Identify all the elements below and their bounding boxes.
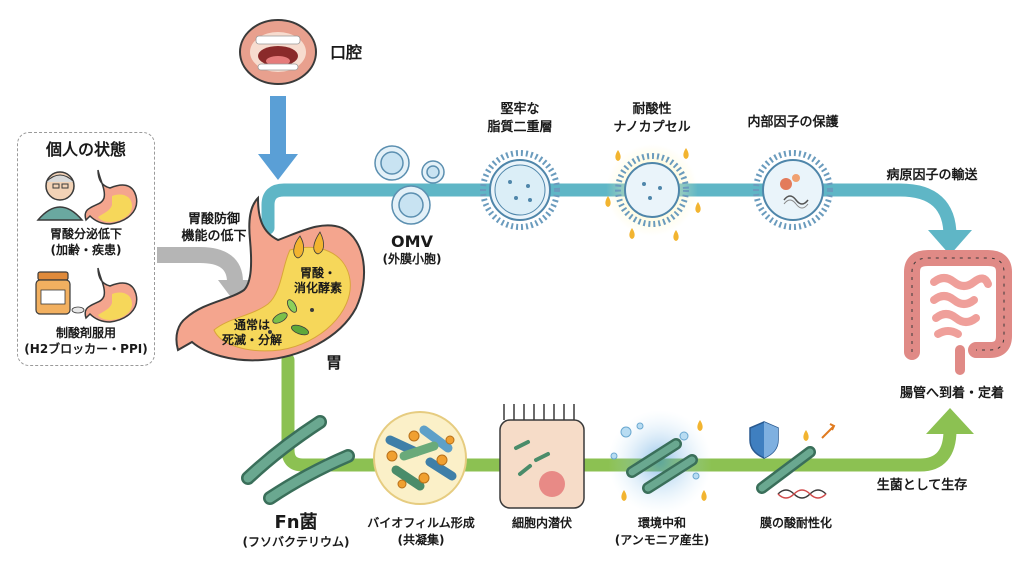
intestine-label: 腸管へ到着・定着 bbox=[899, 386, 1005, 401]
mouth-label: 口腔 bbox=[330, 43, 363, 62]
barrier-decline-arrow bbox=[157, 247, 254, 304]
fusobacterium-icon bbox=[241, 415, 355, 505]
omv-sub-label: (外膜小胞) bbox=[382, 252, 442, 266]
biofilm-icon bbox=[373, 411, 467, 505]
neutralization-sub-label: (アンモニア産生) bbox=[614, 533, 710, 547]
omv-vesicle-icons bbox=[374, 145, 445, 225]
acid-resistant-capsule-icon bbox=[605, 144, 701, 241]
stomach-acid-label-1: 胃酸・ bbox=[299, 266, 337, 280]
live-survival-label: 生菌として生存 bbox=[876, 478, 968, 493]
omv-label: OMV bbox=[391, 232, 433, 251]
membrane-acid-resistance-icon bbox=[749, 421, 836, 499]
capsule-label-1: 耐酸性 bbox=[632, 102, 672, 117]
biofilm-sub-label: (共凝集) bbox=[397, 533, 445, 547]
stomach-icon bbox=[175, 195, 366, 362]
lipid-bilayer-label-2: 脂質二重層 bbox=[487, 120, 553, 135]
stomach-label: 胃 bbox=[326, 353, 343, 372]
mouth-icon bbox=[239, 19, 317, 85]
intracellular-label: 細胞内潜伏 bbox=[511, 516, 573, 530]
antacid-label: 制酸剤服用 bbox=[55, 326, 117, 340]
stomach-acid-label-2: 消化酵素 bbox=[293, 281, 343, 295]
intestine-icon bbox=[904, 250, 1012, 375]
acid-secretion-cause-label: (加齢・疾患) bbox=[50, 243, 122, 257]
capsule-label-2: ナノカプセル bbox=[613, 120, 691, 135]
environment-neutralization-icon bbox=[608, 410, 712, 514]
lipid-bilayer-icon bbox=[480, 150, 560, 230]
internal-protection-label: 内部因子の保護 bbox=[747, 115, 839, 130]
stomach-normal-label-2: 死滅・分解 bbox=[221, 333, 283, 347]
individual-state-title: 個人の状態 bbox=[45, 140, 127, 159]
down-arrow bbox=[258, 96, 298, 180]
omv-path-arrow bbox=[261, 183, 972, 255]
biofilm-label: バイオフィルム形成 bbox=[367, 516, 475, 530]
stomach-small-icon bbox=[84, 169, 138, 225]
stomach-small-icon-2 bbox=[84, 267, 138, 323]
fn-path-arrow bbox=[281, 353, 974, 472]
individual-state-box bbox=[17, 132, 155, 366]
acid-resistance-label: 膜の酸耐性化 bbox=[759, 516, 833, 530]
internal-factor-protection-icon bbox=[753, 150, 833, 230]
barrier-decline-label-2: 機能の低下 bbox=[181, 229, 247, 244]
acid-secretion-label: 胃酸分泌低下 bbox=[49, 227, 123, 241]
fn-label: Fn菌 bbox=[274, 512, 318, 533]
virulence-transport-label: 病原因子の輸送 bbox=[886, 168, 978, 183]
stomach-normal-label-1: 通常は bbox=[233, 318, 271, 332]
antacid-drug-label: (H2ブロッカー・PPI) bbox=[24, 342, 148, 356]
fn-sub-label: (フソバクテリウム) bbox=[242, 535, 350, 549]
lipid-bilayer-label-1: 堅牢な bbox=[500, 102, 540, 117]
intracellular-icon bbox=[499, 404, 585, 509]
barrier-decline-label-1: 胃酸防御 bbox=[187, 212, 241, 227]
elderly-person-icon bbox=[36, 171, 84, 221]
medicine-bottle-icon bbox=[35, 271, 85, 315]
neutralization-label: 環境中和 bbox=[637, 516, 687, 530]
